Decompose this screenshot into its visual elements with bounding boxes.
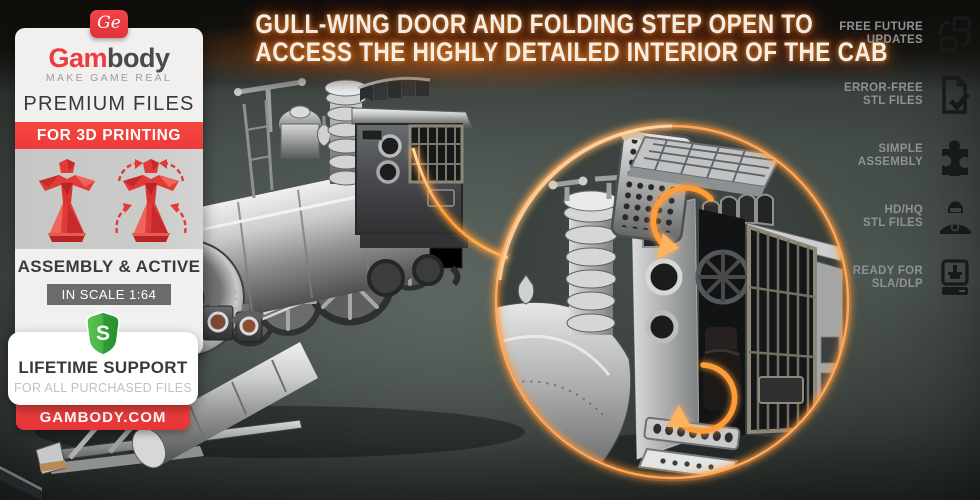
assembly-figures: [15, 149, 203, 249]
support-card: S LIFETIME SUPPORT FOR ALL PURCHASED FIL…: [8, 311, 198, 430]
cab-closeup-inset: [497, 127, 847, 477]
headline-line-2: ACCESS THE HIGHLY DETAILED INTERIOR OF T…: [255, 37, 888, 67]
front-lamps: [202, 298, 264, 343]
support-shield-icon: S: [86, 311, 120, 356]
feature-label: SIMPLE: [878, 143, 923, 155]
static-figure: [39, 159, 95, 242]
logo-monogram: Ge: [97, 13, 121, 33]
feature-list: FREE FUTURE UPDATES ERROR-FREE STL FILES: [839, 14, 975, 319]
support-title: LIFETIME SUPPORT: [18, 358, 188, 377]
scale-badge: IN SCALE 1:64: [46, 284, 172, 305]
front-cone: [131, 342, 318, 469]
feature-label: SLA/DLP: [871, 278, 923, 290]
headline-line-1: GULL-WING DOOR AND FOLDING STEP OPEN TO: [255, 9, 814, 39]
feature-ready-sla: READY FOR SLA/DLP: [839, 258, 975, 298]
brand-tagline: MAKE GAME REAL: [45, 72, 173, 84]
feature-label: STL FILES: [863, 95, 923, 107]
website-link[interactable]: GAMBODY.COM: [16, 405, 190, 430]
feature-label: STL FILES: [863, 217, 923, 229]
puzzle-piece-icon: [942, 140, 968, 176]
svg-text:S: S: [96, 322, 110, 345]
support-subtitle: FOR ALL PURCHASED FILES: [13, 381, 192, 395]
figure-bust-icon: [940, 201, 971, 234]
feature-hd-hq: HD/HQ STL FILES: [839, 197, 975, 237]
assembly-active-label: ASSEMBLY & ACTIVE: [17, 257, 201, 276]
feature-label: UPDATES: [866, 34, 923, 46]
feature-label: ERROR-FREE: [843, 82, 923, 94]
brand-name: Gambody: [48, 43, 170, 73]
feature-label: ASSEMBLY: [857, 156, 923, 168]
cage-window: [747, 224, 817, 435]
feature-error-free: ERROR-FREE STL FILES: [839, 75, 975, 115]
cab-closeup-render: [497, 129, 844, 477]
feature-label: READY FOR: [852, 265, 923, 277]
brand-card: Ge Gambody MAKE GAME REAL PREMIUM FILES …: [15, 10, 203, 355]
feature-simple-assembly: SIMPLE ASSEMBLY: [839, 136, 975, 176]
cab-doorway: [695, 209, 751, 439]
sync-squares-icon: [937, 16, 973, 52]
for-3d-printing-band: FOR 3D PRINTING: [15, 122, 203, 149]
gambody-logo: Ge: [90, 10, 128, 38]
boiler-fittings: [234, 78, 331, 199]
feature-label: FREE FUTURE: [839, 21, 923, 33]
feature-free-updates: FREE FUTURE UPDATES: [839, 14, 975, 54]
premium-files-label: PREMIUM FILES: [23, 93, 195, 115]
feature-label: HD/HQ: [884, 204, 923, 216]
document-check-icon: [942, 76, 970, 114]
cab-window-cage: [408, 124, 464, 184]
sla-printer-icon: [941, 259, 969, 295]
articulated-figure: [115, 159, 187, 242]
headline: GULL-WING DOOR AND FOLDING STEP OPEN TO …: [205, 9, 888, 67]
